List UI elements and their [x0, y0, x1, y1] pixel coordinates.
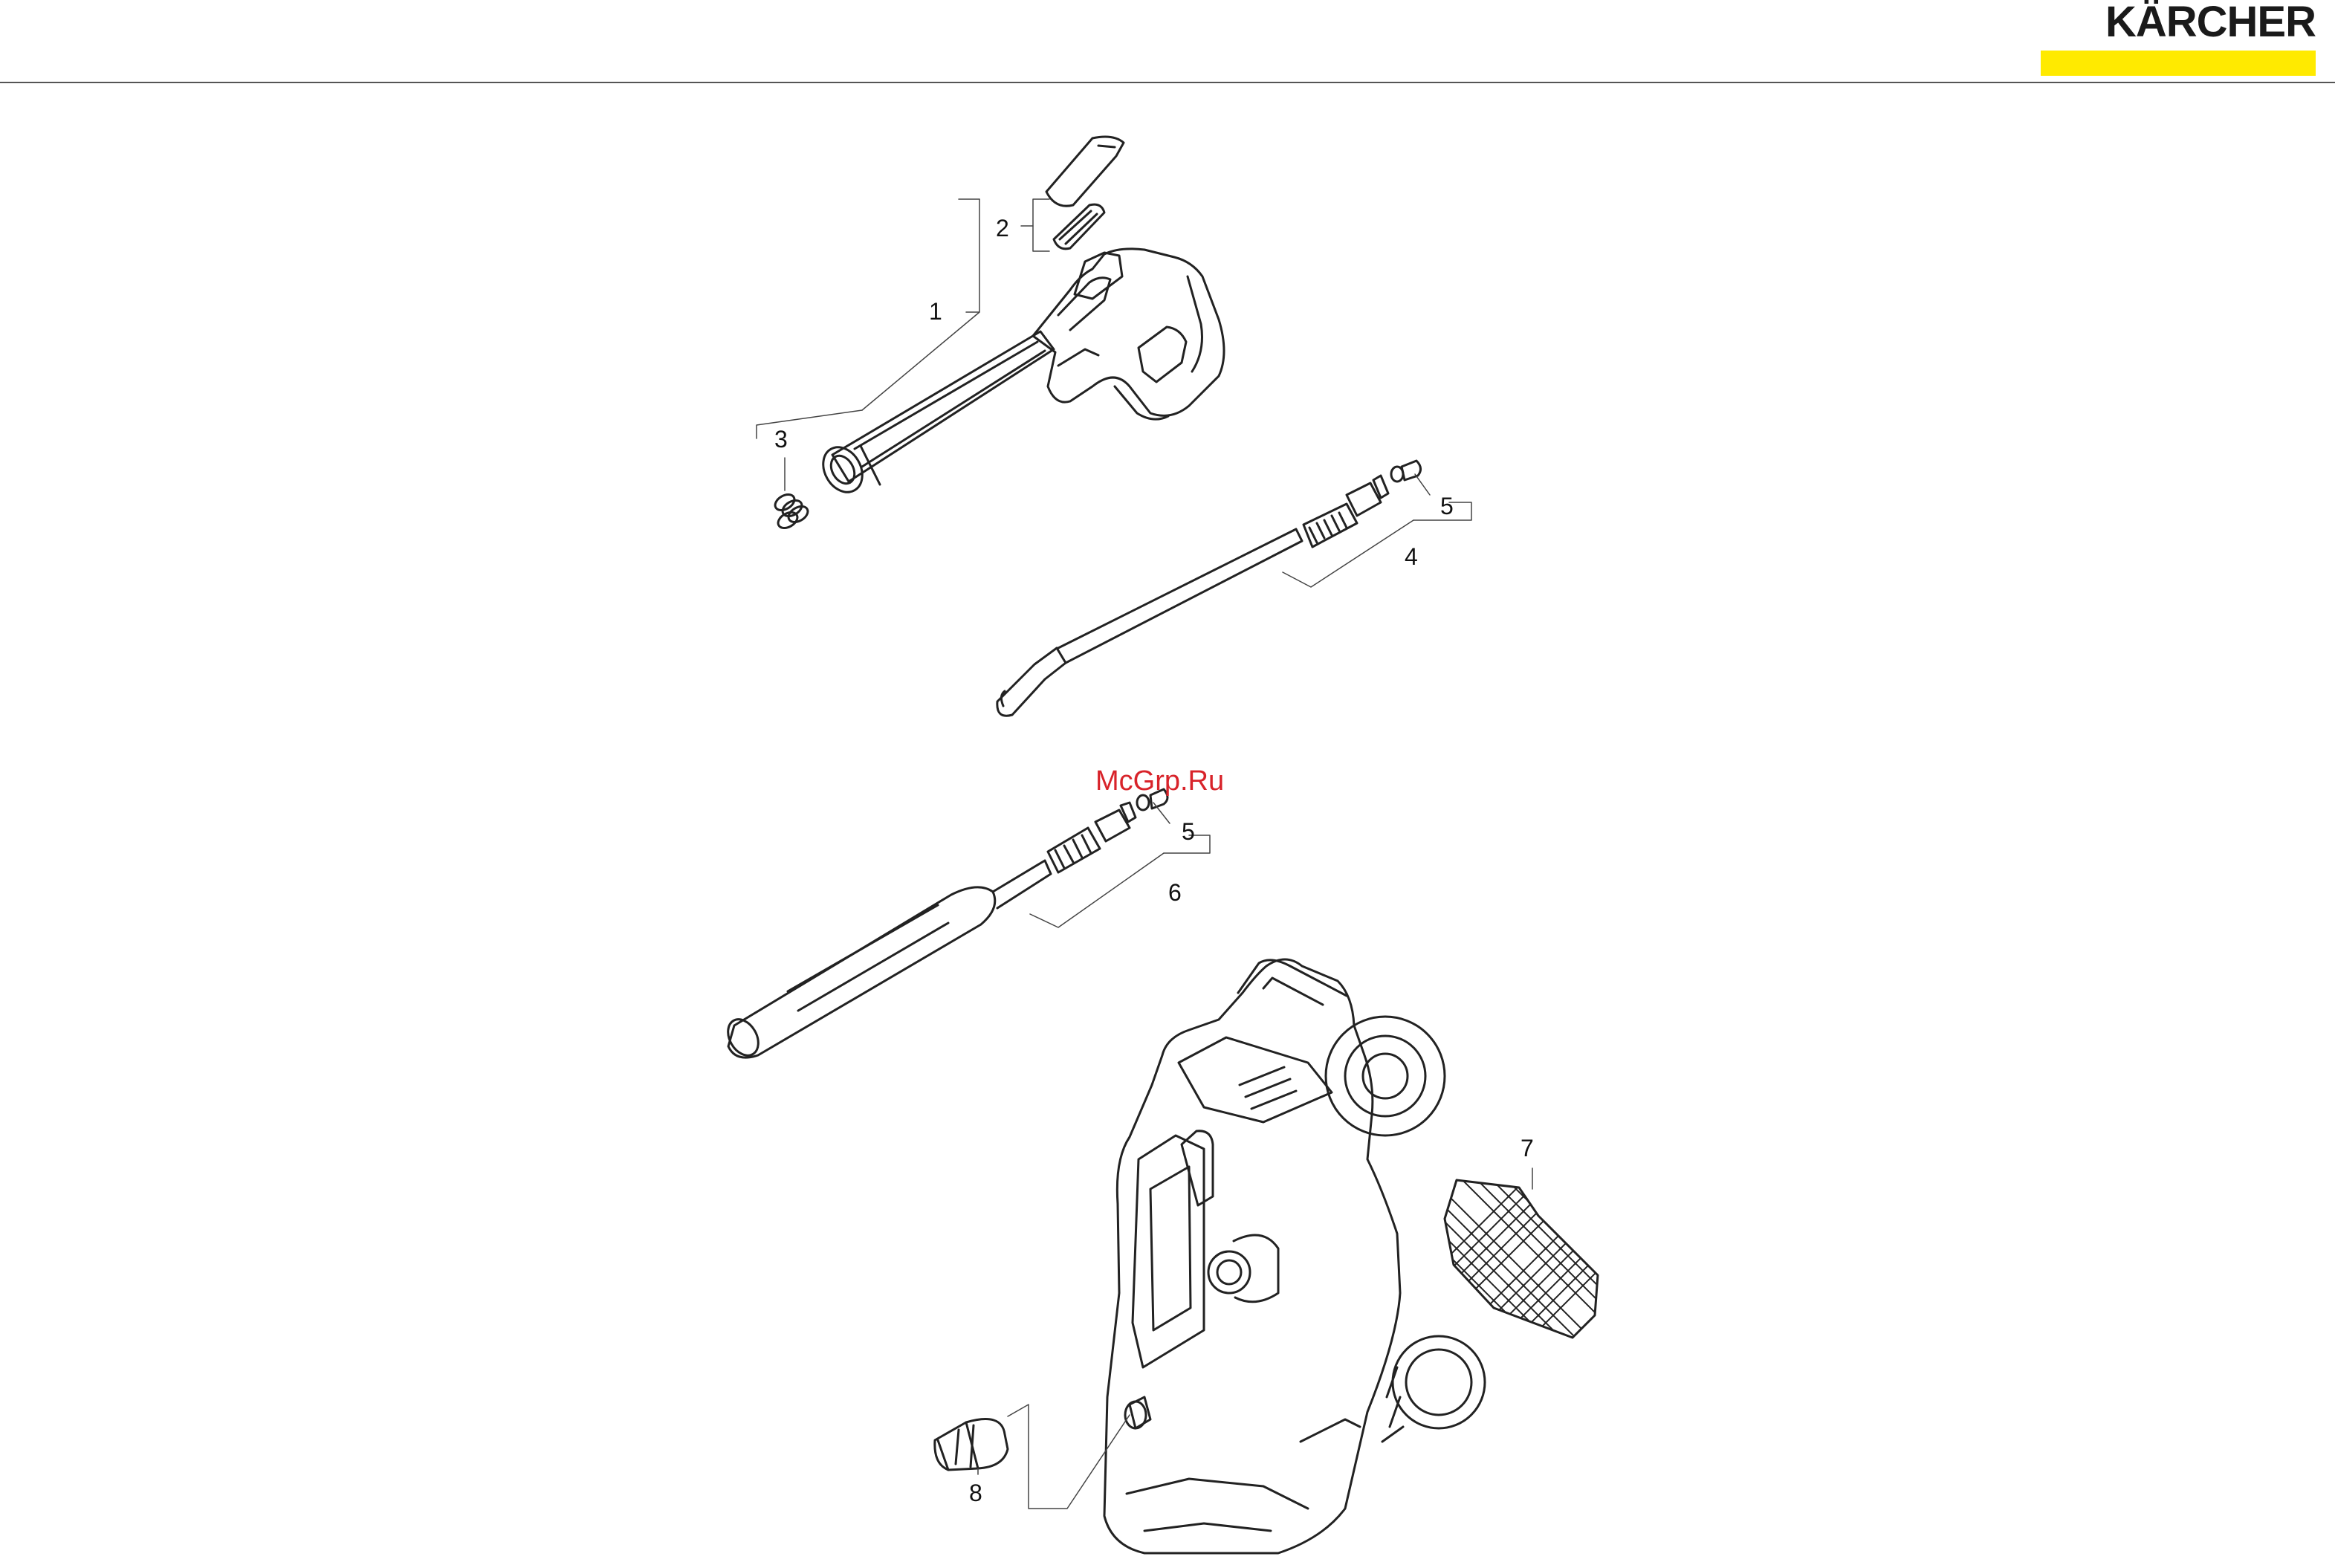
part-trigger-lock: [1046, 137, 1124, 206]
callout-3: 3: [774, 426, 788, 453]
part-trigger-seal: [1054, 204, 1104, 249]
part-water-inlet-coupling: [935, 1419, 1008, 1470]
part-filter-mesh: [1442, 1174, 1605, 1352]
callout-4: 4: [1405, 543, 1418, 570]
pressure-washer-body: [1104, 959, 1485, 1553]
part-spring: [772, 491, 810, 531]
part-dirt-blaster-lance: [997, 461, 1421, 716]
callout-1: 1: [929, 298, 942, 325]
callout-2: 2: [996, 215, 1009, 242]
callout-6: 6: [1168, 879, 1182, 906]
callout-5a: 5: [1440, 493, 1454, 519]
part-trigger-gun: [815, 249, 1224, 499]
callout-5b: 5: [1182, 818, 1195, 845]
callout-7: 7: [1520, 1135, 1534, 1162]
leader-lines: [757, 199, 1532, 1509]
part-vario-power-lance: [722, 789, 1168, 1061]
watermark-text: McGrp.Ru: [1095, 765, 1224, 797]
callout-8: 8: [969, 1480, 982, 1506]
